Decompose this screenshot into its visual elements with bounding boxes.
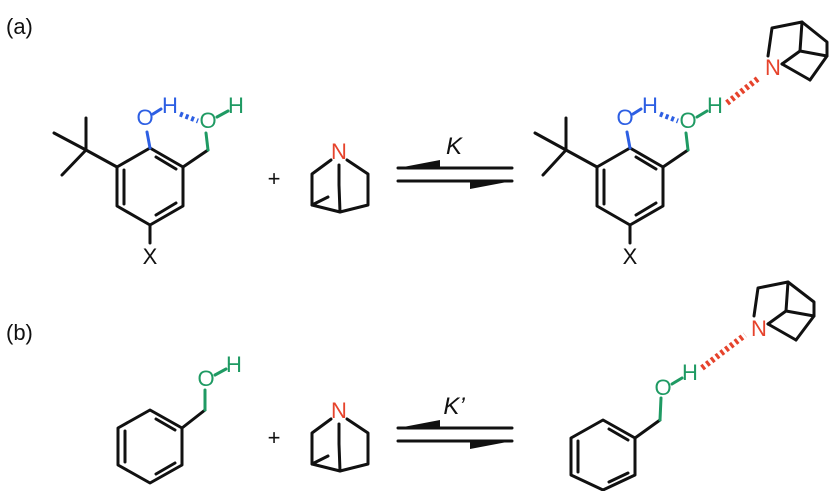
product-o-h-bond: [631, 107, 643, 116]
panel-label-b: (b): [6, 320, 33, 345]
tert-butyl-group: [52, 116, 119, 177]
product-quinuclidine-b: N: [751, 280, 816, 342]
product-phenol-hydrogen: H: [642, 93, 658, 118]
alcohol-hydrogen: H: [226, 352, 242, 377]
intramolecular-hydrogen-bond: [179, 111, 199, 124]
product-complex-b: O H N: [569, 280, 816, 491]
product-ch2-o-bond-b: [658, 396, 663, 422]
quinuclidine-b: N: [310, 398, 370, 473]
equilibrium-arrows-a: K: [396, 133, 514, 189]
phenol-oxygen: O: [136, 105, 153, 130]
hydroxyl-o-h-bond: [215, 109, 230, 119]
quinuclidine-a: N: [310, 139, 370, 214]
equilibrium-constant-k: K: [446, 133, 463, 160]
product-c-o-bond: [625, 130, 632, 150]
alcohol-oxygen: O: [197, 366, 214, 391]
quinuclidine-nitrogen-b: N: [331, 398, 347, 423]
ch2-o-bond: [204, 131, 210, 152]
forward-arrow-head: [470, 181, 512, 189]
product-benzene-ring: [595, 146, 665, 227]
plus-sign-a: +: [268, 166, 281, 191]
product-hydroxyl-hydrogen: H: [707, 93, 723, 118]
o-h-bond: [151, 107, 163, 116]
product-phenol-oxygen: O: [616, 105, 633, 130]
hydroxyl-oxygen: O: [199, 108, 216, 133]
substituent-x: X: [143, 244, 158, 269]
benzene-ring: [115, 146, 185, 227]
plus-sign-b: +: [268, 425, 281, 450]
reactant-phenol-a: X O H O H: [52, 93, 244, 269]
benzene-ring-b: [116, 408, 184, 485]
panel-label-a: (a): [6, 14, 33, 39]
equilibrium-constant-k-prime: K’: [443, 393, 465, 420]
reactant-benzyl-alcohol-b: O H: [116, 352, 242, 485]
product-tert-butyl-group: [533, 116, 599, 177]
ring-ch2-bond-b: [180, 408, 207, 430]
product-benzene-ring-b: [569, 418, 637, 491]
alcohol-o-h-bond: [213, 367, 228, 377]
product-intramolecular-hydrogen-bond: [659, 111, 679, 124]
equilibrium-arrows-b: K’: [396, 393, 514, 449]
quinuclidine-nitrogen: N: [331, 139, 347, 164]
product-ring-ch2-bond-b: [633, 418, 662, 440]
forward-arrow-head-b: [470, 441, 512, 449]
product-quinuclidine-nitrogen-b: N: [751, 316, 767, 341]
c-o-bond: [145, 130, 152, 150]
product-quinuclidine: N: [765, 20, 829, 82]
product-quinuclidine-nitrogen: N: [765, 55, 781, 80]
product-complex-a: X O H O H N: [533, 20, 829, 269]
intermolecular-hydrogen-bond-b: [700, 332, 747, 371]
product-hydroxyl-oxygen: O: [679, 108, 696, 133]
product-alcohol-o-h-bond: [670, 376, 684, 386]
reverse-arrow-head-b: [398, 420, 440, 428]
product-hydroxyl-o-h-bond: [695, 109, 709, 119]
hydroxyl-hydrogen: H: [228, 93, 244, 118]
ring-ch2-bond: [181, 148, 210, 169]
phenol-hydrogen: H: [162, 93, 178, 118]
product-ch2-o-bond: [684, 131, 690, 152]
product-substituent-x: X: [623, 244, 638, 269]
product-alcohol-hydrogen: H: [682, 360, 698, 385]
product-ring-ch2-bond: [661, 148, 690, 169]
product-alcohol-oxygen: O: [654, 375, 671, 400]
reverse-arrow-head: [398, 160, 440, 168]
intermolecular-hydrogen-bond: [725, 74, 762, 106]
